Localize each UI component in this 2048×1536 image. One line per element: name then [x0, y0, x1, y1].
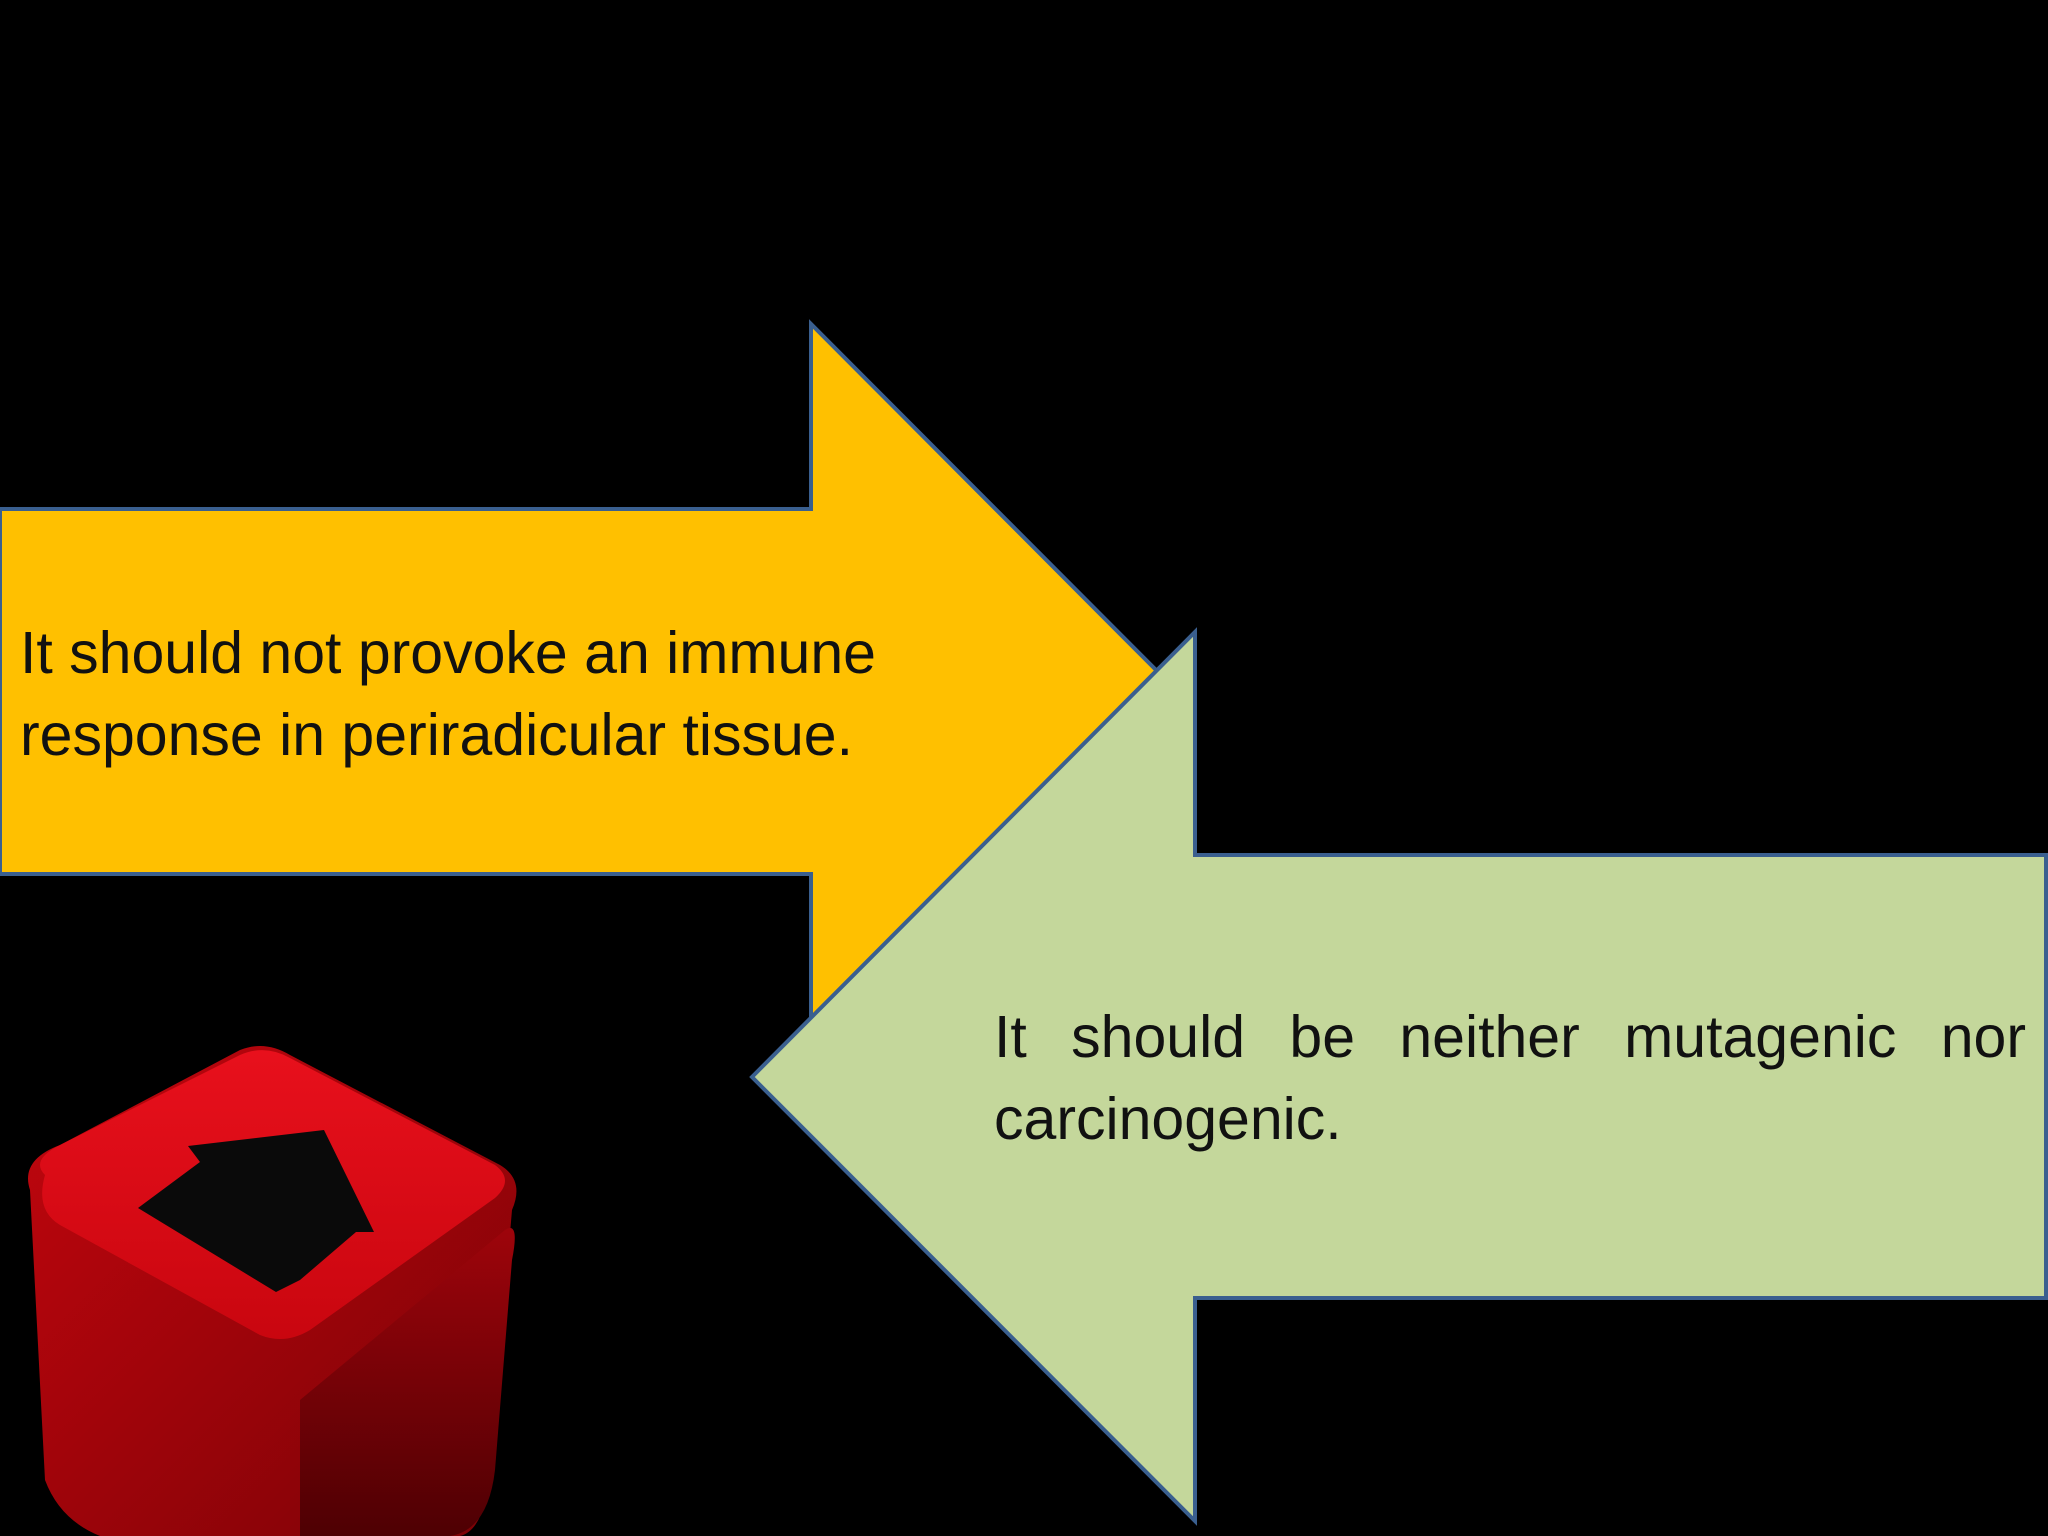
left-arrow-text: It should be neither mutagenic nor carci…: [994, 1004, 2026, 1152]
right-arrow-text: It should not provoke an immune response…: [20, 620, 876, 768]
red-cube-with-black-up-arrow-icon: [28, 1046, 517, 1536]
left-arrow-shape: [749, 627, 2048, 1526]
